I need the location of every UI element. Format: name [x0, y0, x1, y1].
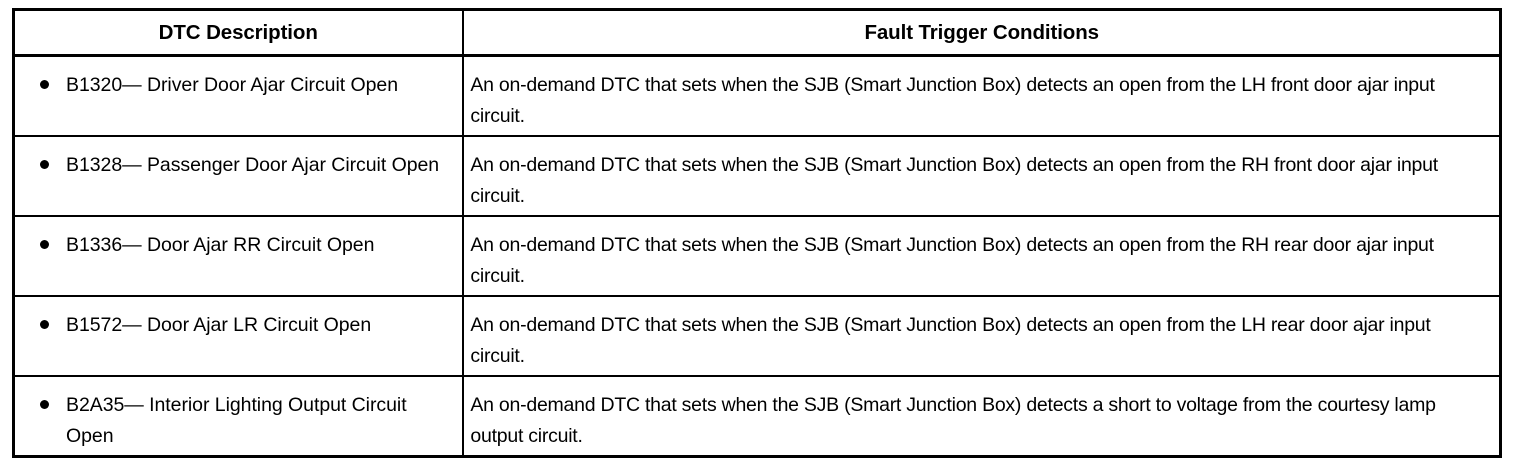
column-header-fault-trigger-conditions: Fault Trigger Conditions	[463, 9, 1501, 57]
cell-dtc-description: B1328— Passenger Door Ajar Circuit Open	[13, 136, 465, 217]
dtc-description-text: B1320— Driver Door Ajar Circuit Open	[66, 74, 398, 96]
table-row: B1336— Door Ajar RR Circuit Open An on-d…	[13, 216, 1501, 297]
table-row: B1572— Door Ajar LR Circuit Open An on-d…	[13, 296, 1501, 377]
cell-dtc-description: B2A35— Interior Lighting Output Circuit …	[13, 376, 465, 457]
table-body: B1320— Driver Door Ajar Circuit Open An …	[13, 55, 1501, 457]
table-header-row: DTC Description Fault Trigger Conditions	[13, 9, 1501, 57]
cell-fault-trigger-conditions: An on-demand DTC that sets when the SJB …	[463, 216, 1501, 297]
cell-fault-trigger-conditions: An on-demand DTC that sets when the SJB …	[463, 376, 1501, 457]
cell-dtc-description: B1336— Door Ajar RR Circuit Open	[13, 216, 465, 297]
dtc-description-content: B1328— Passenger Door Ajar Circuit Open	[15, 137, 462, 181]
dtc-fault-table: DTC Description Fault Trigger Conditions…	[12, 8, 1502, 458]
fault-trigger-conditions-text: An on-demand DTC that sets when the SJB …	[470, 234, 1434, 287]
dtc-description-text: B2A35— Interior Lighting Output Circuit …	[66, 394, 407, 447]
bullet-icon	[40, 320, 49, 329]
dtc-description-text: B1572— Door Ajar LR Circuit Open	[66, 314, 372, 336]
table-row: B2A35— Interior Lighting Output Circuit …	[13, 376, 1501, 457]
table-row: B1328— Passenger Door Ajar Circuit Open …	[13, 136, 1501, 217]
fault-trigger-conditions-text: An on-demand DTC that sets when the SJB …	[470, 314, 1431, 367]
cell-dtc-description: B1320— Driver Door Ajar Circuit Open	[13, 55, 465, 137]
fault-trigger-conditions-text: An on-demand DTC that sets when the SJB …	[470, 394, 1436, 447]
bullet-icon	[40, 400, 49, 409]
table-header: DTC Description Fault Trigger Conditions	[13, 9, 1501, 57]
cell-fault-trigger-conditions: An on-demand DTC that sets when the SJB …	[463, 136, 1501, 217]
cell-fault-trigger-conditions: An on-demand DTC that sets when the SJB …	[463, 296, 1501, 377]
cell-dtc-description: B1572— Door Ajar LR Circuit Open	[13, 296, 465, 377]
dtc-description-content: B1320— Driver Door Ajar Circuit Open	[15, 57, 462, 101]
dtc-description-text: B1328— Passenger Door Ajar Circuit Open	[66, 154, 440, 176]
bullet-icon	[40, 80, 49, 89]
dtc-description-content: B1336— Door Ajar RR Circuit Open	[15, 217, 462, 261]
column-header-fault-trigger-conditions-label: Fault Trigger Conditions	[864, 21, 1099, 44]
dtc-description-content: B1572— Door Ajar LR Circuit Open	[15, 297, 462, 341]
column-header-dtc-description: DTC Description	[13, 9, 465, 57]
fault-trigger-conditions-text: An on-demand DTC that sets when the SJB …	[470, 74, 1435, 127]
dtc-description-content: B2A35— Interior Lighting Output Circuit …	[15, 377, 462, 451]
dtc-description-text: B1336— Door Ajar RR Circuit Open	[66, 234, 375, 256]
bullet-icon	[40, 240, 49, 249]
table-row: B1320— Driver Door Ajar Circuit Open An …	[13, 55, 1501, 137]
bullet-icon	[40, 160, 49, 169]
fault-trigger-conditions-text: An on-demand DTC that sets when the SJB …	[470, 154, 1438, 207]
cell-fault-trigger-conditions: An on-demand DTC that sets when the SJB …	[463, 55, 1501, 137]
column-header-dtc-description-label: DTC Description	[158, 21, 318, 44]
